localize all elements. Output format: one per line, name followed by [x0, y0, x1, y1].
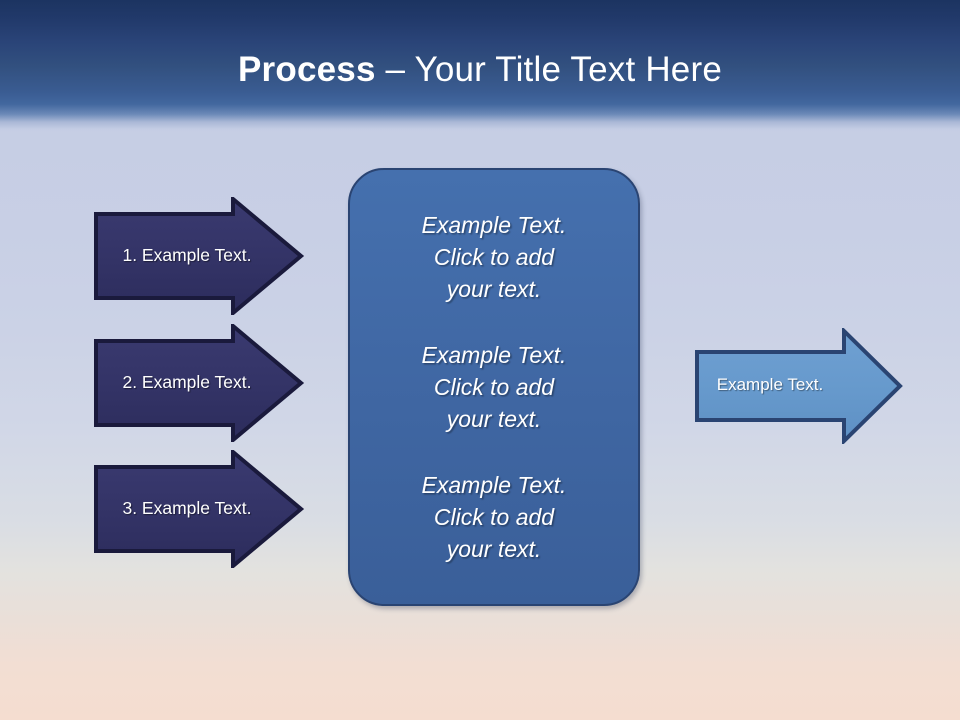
detail-paragraph-2: Example Text. Click to add your text. — [364, 339, 624, 435]
page-title-bold: Process — [238, 50, 376, 89]
process-step-arrow-3-label: 3. Example Text. — [122, 497, 252, 518]
page-title: Process – Your Title Text Here — [0, 50, 960, 90]
detail-paragraph-1-line-2: Click to add — [433, 244, 555, 270]
process-step-arrow-2-label: 2. Example Text. — [122, 371, 252, 392]
detail-paragraph-3-line-3: your text. — [446, 536, 542, 562]
title-banner — [0, 0, 960, 132]
process-detail-box[interactable]: Example Text. Click to add your text. Ex… — [348, 168, 640, 606]
process-step-arrow-1-label: 1. Example Text. — [122, 244, 252, 265]
detail-paragraph-2-line-1: Example Text. — [421, 342, 567, 368]
detail-paragraph-3-line-1: Example Text. — [421, 472, 567, 498]
detail-paragraph-2-line-2: Click to add — [433, 374, 555, 400]
arrow-right-shape-icon — [695, 328, 903, 444]
detail-paragraph-1-line-3: your text. — [446, 276, 542, 302]
arrow-right-shape-icon — [94, 450, 305, 568]
paragraph-spacer — [364, 305, 624, 339]
paragraph-spacer — [364, 435, 624, 469]
arrow-right-shape-icon — [94, 324, 305, 442]
detail-paragraph-1: Example Text. Click to add your text. — [364, 209, 624, 305]
page-title-rest: – Your Title Text Here — [375, 50, 722, 89]
process-step-arrow-1[interactable]: 1. Example Text. — [93, 197, 305, 315]
process-step-arrow-2[interactable]: 2. Example Text. — [93, 324, 305, 442]
arrow-right-shape-icon — [94, 197, 305, 315]
detail-paragraph-2-line-3: your text. — [446, 406, 542, 432]
process-step-arrow-3[interactable]: 3. Example Text. — [93, 450, 305, 568]
detail-paragraph-1-line-1: Example Text. — [421, 212, 567, 238]
process-output-arrow-label: Example Text. — [716, 375, 824, 394]
detail-paragraph-3-line-2: Click to add — [433, 504, 555, 530]
process-output-arrow[interactable]: Example Text. — [694, 328, 904, 444]
detail-paragraph-3: Example Text. Click to add your text. — [364, 469, 624, 565]
